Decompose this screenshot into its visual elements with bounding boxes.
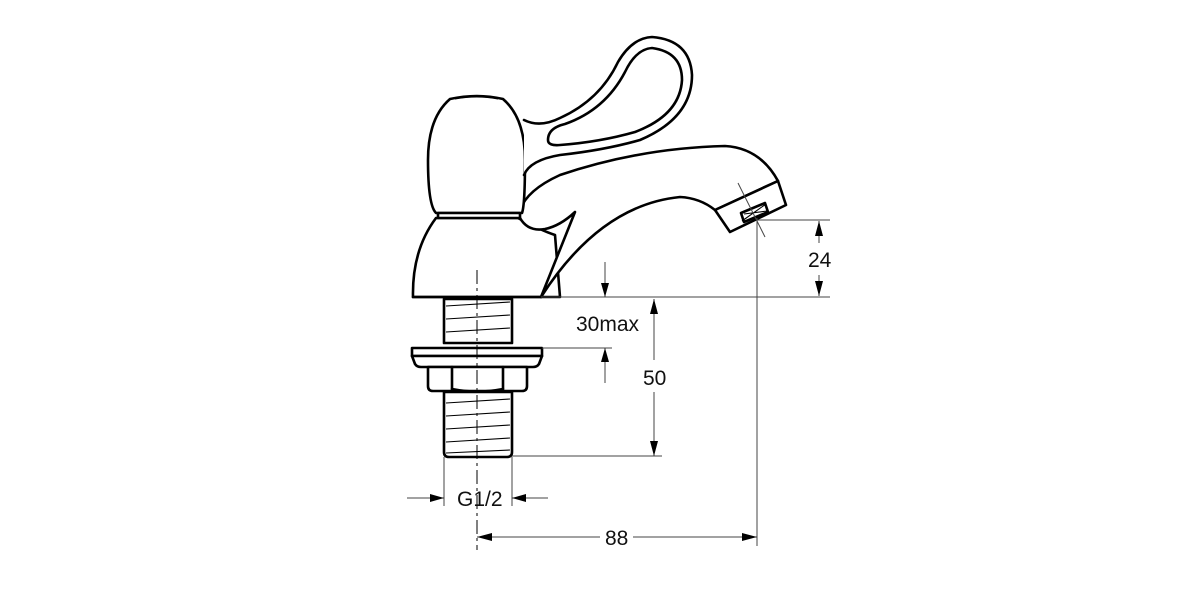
label-50: 50	[643, 367, 666, 390]
label-88: 88	[605, 527, 628, 550]
dimension-30max: 30max	[541, 262, 660, 383]
dimension-24: 24	[660, 219, 832, 298]
threaded-shank	[442, 297, 514, 459]
label-30max: 30max	[576, 313, 640, 336]
lever-handle	[522, 35, 694, 177]
spout	[517, 144, 788, 299]
handle-cap	[426, 94, 527, 220]
label-g12: G1/2	[457, 488, 503, 511]
label-24: 24	[808, 249, 832, 272]
dimension-50: 50	[512, 299, 666, 457]
dimension-g12: G1/2	[407, 457, 548, 511]
dimension-88: 88	[477, 527, 757, 550]
